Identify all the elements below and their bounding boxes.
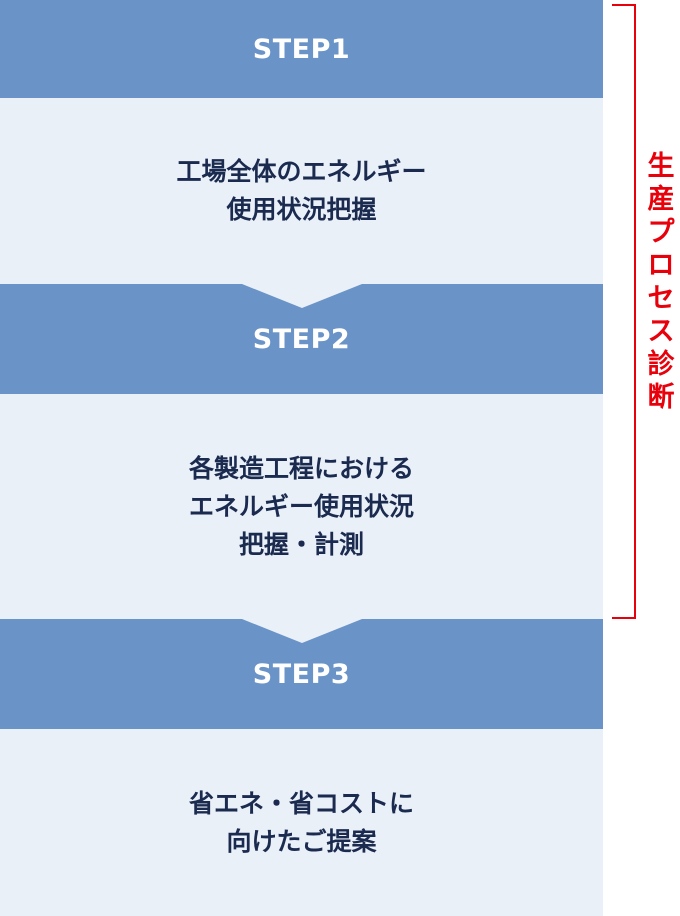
bracket-char: ロ	[647, 250, 675, 281]
step1-header: STEP1	[0, 0, 603, 98]
step2-text-line-3: 把握・計測	[238, 529, 364, 559]
step1-body: 工場全体のエネルギー 使用状況把握	[0, 98, 603, 284]
step3-text-line-2: 向けたご提案	[226, 826, 377, 856]
step2-body: 各製造工程における エネルギー使用状況 把握・計測	[0, 394, 603, 619]
step2-text-line-2: エネルギー使用状況	[188, 491, 414, 521]
bracket-char: ス	[647, 316, 675, 347]
step1-label: STEP1	[252, 33, 351, 65]
flow-arrow-1	[242, 284, 362, 308]
flow-arrow-2	[242, 619, 362, 643]
process-diagnosis-label: 生 産 プ ロ セ ス 診 断	[646, 150, 676, 414]
bracket-char: 断	[647, 382, 675, 413]
step3-label: STEP3	[252, 658, 351, 690]
step3-text-line-1: 省エネ・省コストに	[188, 788, 414, 818]
bracket-char: プ	[647, 217, 675, 248]
step2-label: STEP2	[252, 323, 351, 355]
step3-header: STEP3	[0, 619, 603, 729]
step1-text-line-1: 工場全体のエネルギー	[176, 157, 427, 186]
bracket-char: 診	[647, 349, 675, 380]
bracket-char: 産	[647, 184, 675, 215]
step3-body: 省エネ・省コストに 向けたご提案	[0, 729, 603, 916]
step1-text-line-2: 使用状況把握	[226, 195, 377, 224]
process-flow: STEP1 工場全体のエネルギー 使用状況把握 STEP2 各製造工程における …	[0, 0, 603, 916]
bracket-char: セ	[647, 283, 675, 314]
process-diagnosis-bracket	[612, 4, 636, 619]
step2-text-line-1: 各製造工程における	[188, 453, 414, 483]
bracket-char: 生	[647, 151, 675, 182]
